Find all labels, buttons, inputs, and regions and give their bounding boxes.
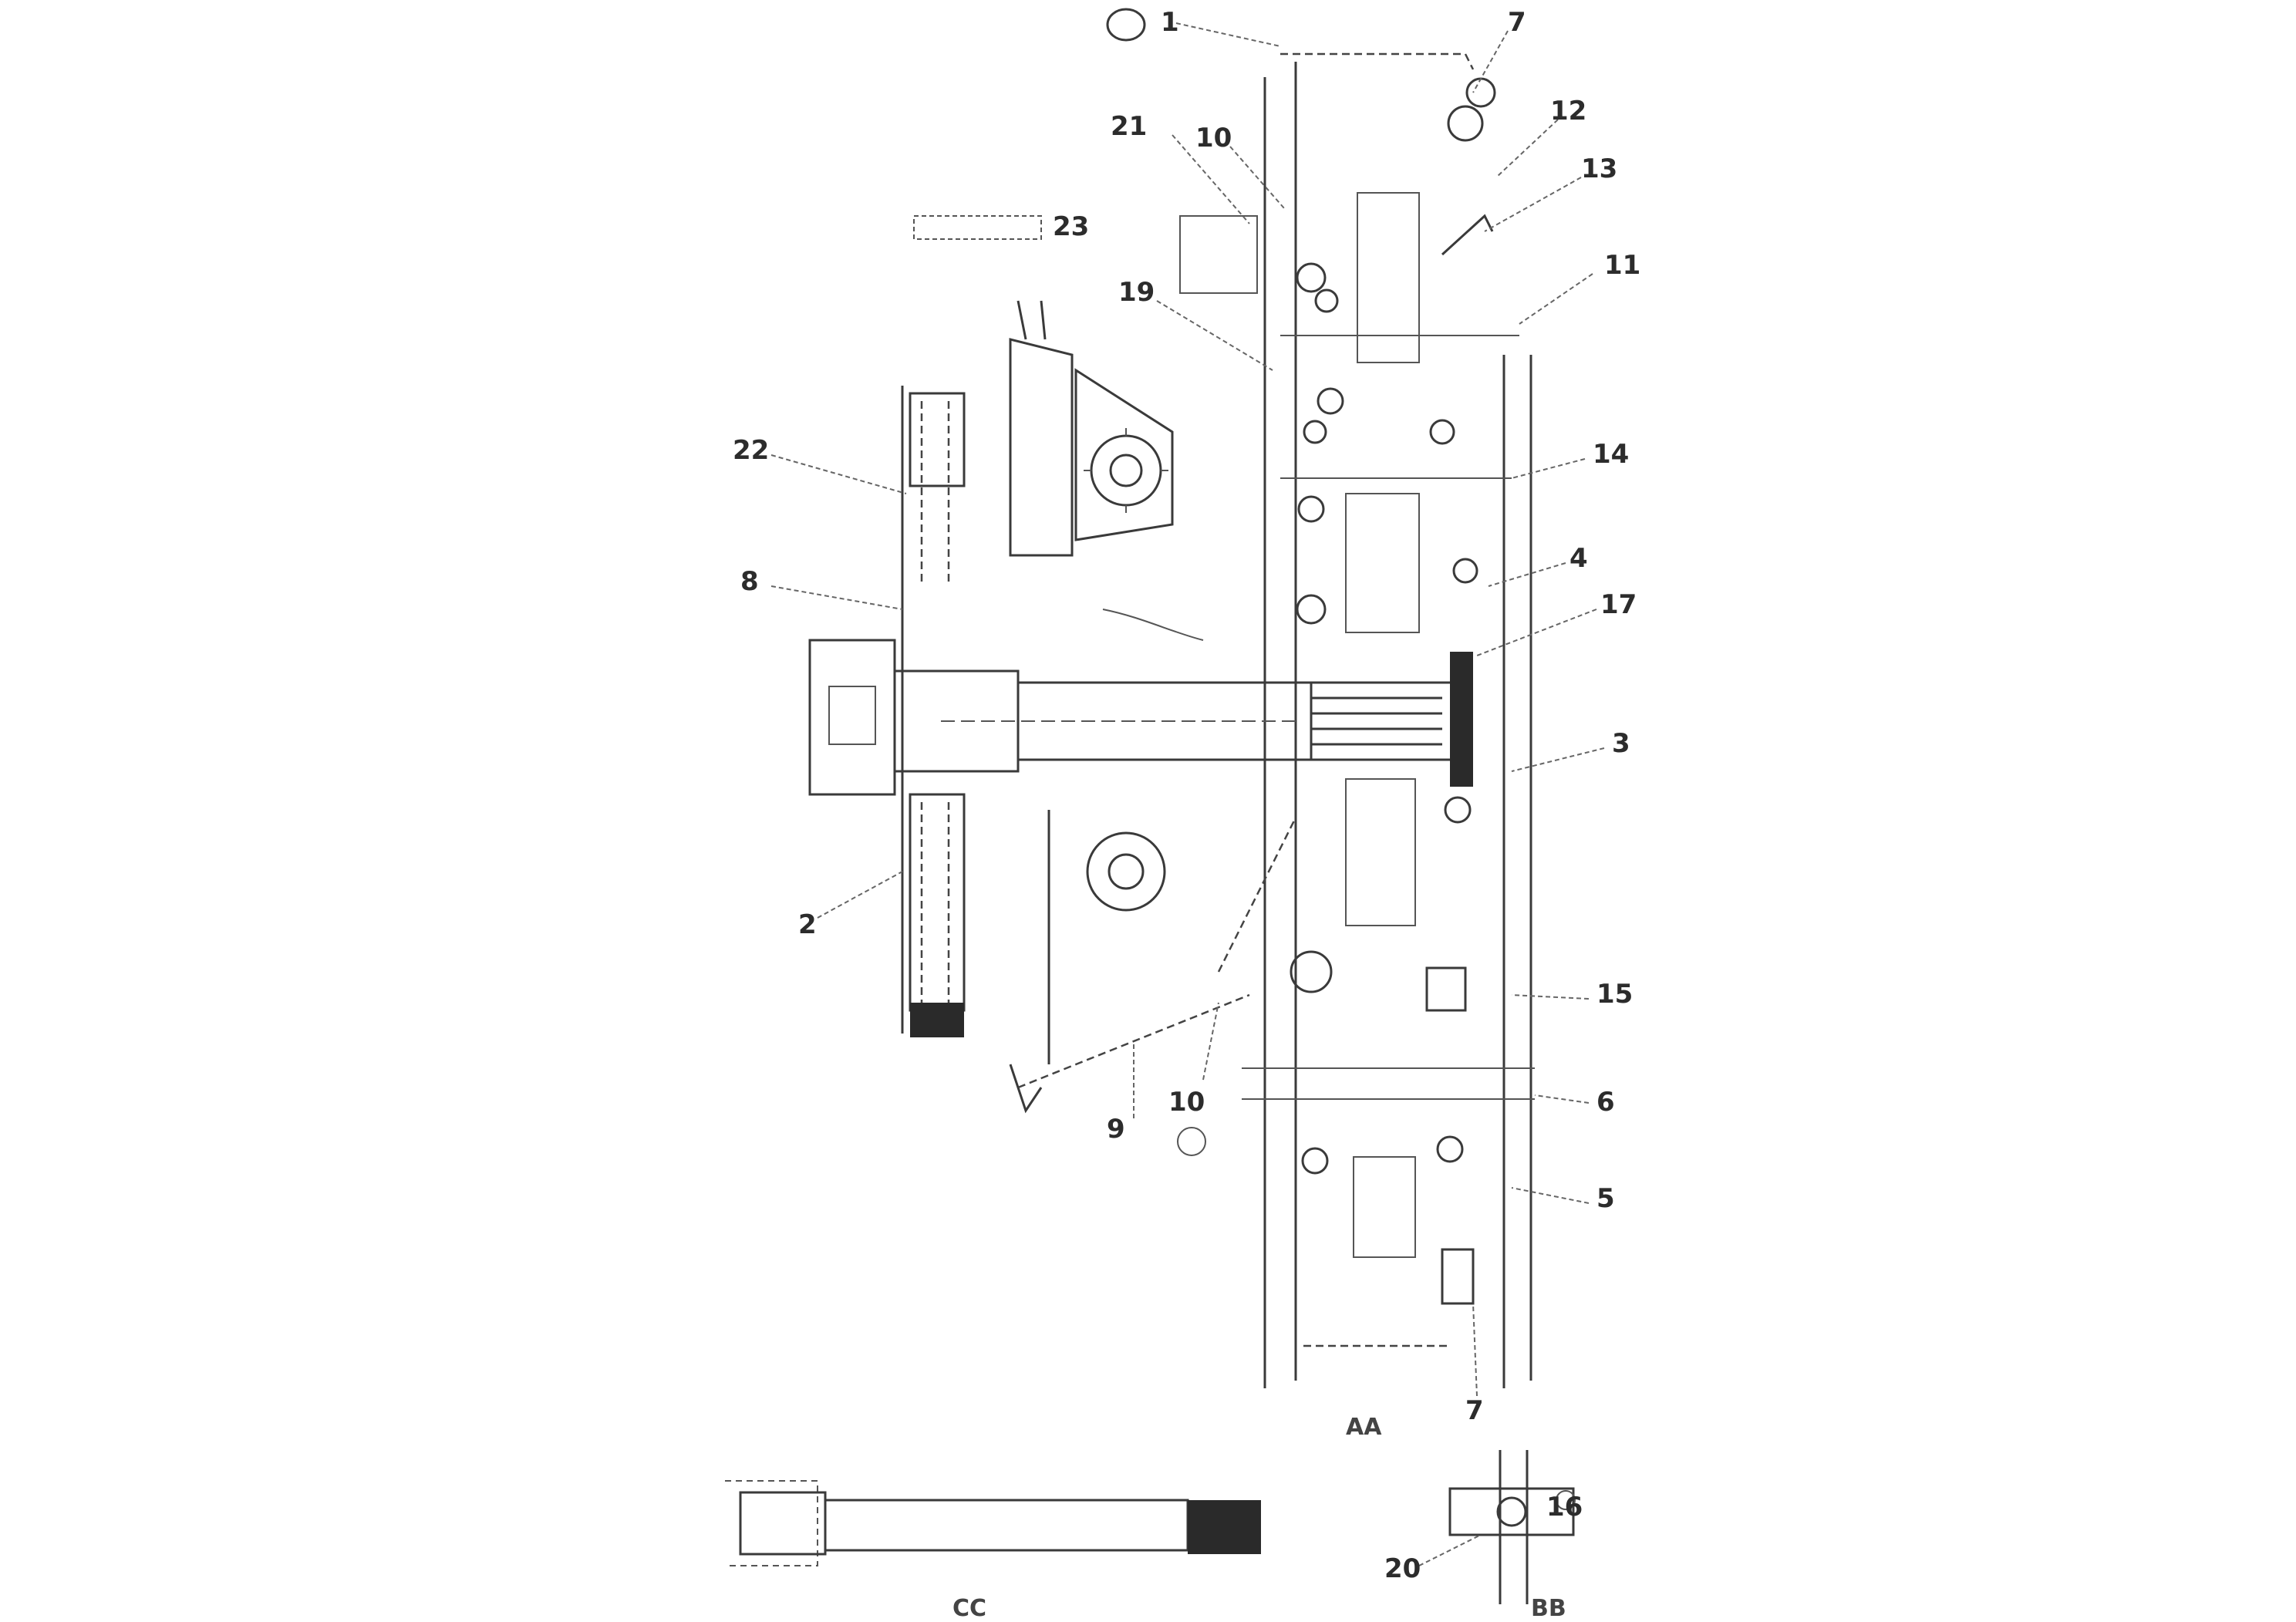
side-view bbox=[1448, 1450, 1576, 1604]
cylinder-part bbox=[1179, 215, 1258, 294]
view-label-main: AA bbox=[1346, 1414, 1382, 1441]
callout-20: 20 bbox=[1384, 1553, 1421, 1584]
view-labels: AA BB CC bbox=[952, 1414, 1566, 1622]
callout-19: 19 bbox=[1118, 277, 1155, 308]
lower-sprocket bbox=[1009, 810, 1297, 1156]
callout-23: 23 bbox=[1053, 211, 1089, 242]
view-label-bar: CC bbox=[952, 1595, 986, 1622]
upper-bracket bbox=[1009, 300, 1204, 641]
bar-view bbox=[725, 1480, 1261, 1566]
gear-stack bbox=[901, 386, 966, 1037]
callout-16: 16 bbox=[1546, 1492, 1583, 1523]
leader-lines bbox=[770, 22, 1605, 1566]
callout-2: 2 bbox=[798, 909, 817, 940]
part-callouts: 1 7 12 21 10 13 23 11 19 22 14 8 4 17 3 … bbox=[733, 7, 1640, 1584]
callout-21: 21 bbox=[1111, 111, 1147, 142]
callout-3: 3 bbox=[1612, 728, 1630, 759]
callout-15: 15 bbox=[1596, 979, 1633, 1010]
callout-12: 12 bbox=[1550, 96, 1586, 126]
callout-22: 22 bbox=[733, 435, 769, 466]
callout-5: 5 bbox=[1596, 1183, 1615, 1214]
callout-7-top: 7 bbox=[1508, 7, 1526, 38]
main-shaft bbox=[808, 639, 1473, 796]
view-label-side: BB bbox=[1531, 1595, 1566, 1622]
callout-13: 13 bbox=[1581, 153, 1617, 184]
callout-4: 4 bbox=[1569, 543, 1588, 574]
washer-part bbox=[1106, 8, 1146, 42]
fastener-clusters bbox=[1290, 77, 1496, 1305]
callout-10-bottom: 10 bbox=[1168, 1087, 1205, 1118]
callout-17: 17 bbox=[1600, 589, 1637, 620]
callout-7-bottom: 7 bbox=[1465, 1395, 1484, 1426]
callout-8: 8 bbox=[740, 566, 759, 597]
callout-14: 14 bbox=[1593, 439, 1629, 470]
callout-10-top: 10 bbox=[1195, 123, 1232, 153]
callout-1: 1 bbox=[1161, 7, 1179, 38]
callout-9: 9 bbox=[1107, 1114, 1125, 1145]
callout-11: 11 bbox=[1604, 250, 1640, 281]
callout-6: 6 bbox=[1596, 1087, 1615, 1118]
spring-part bbox=[913, 215, 1042, 240]
